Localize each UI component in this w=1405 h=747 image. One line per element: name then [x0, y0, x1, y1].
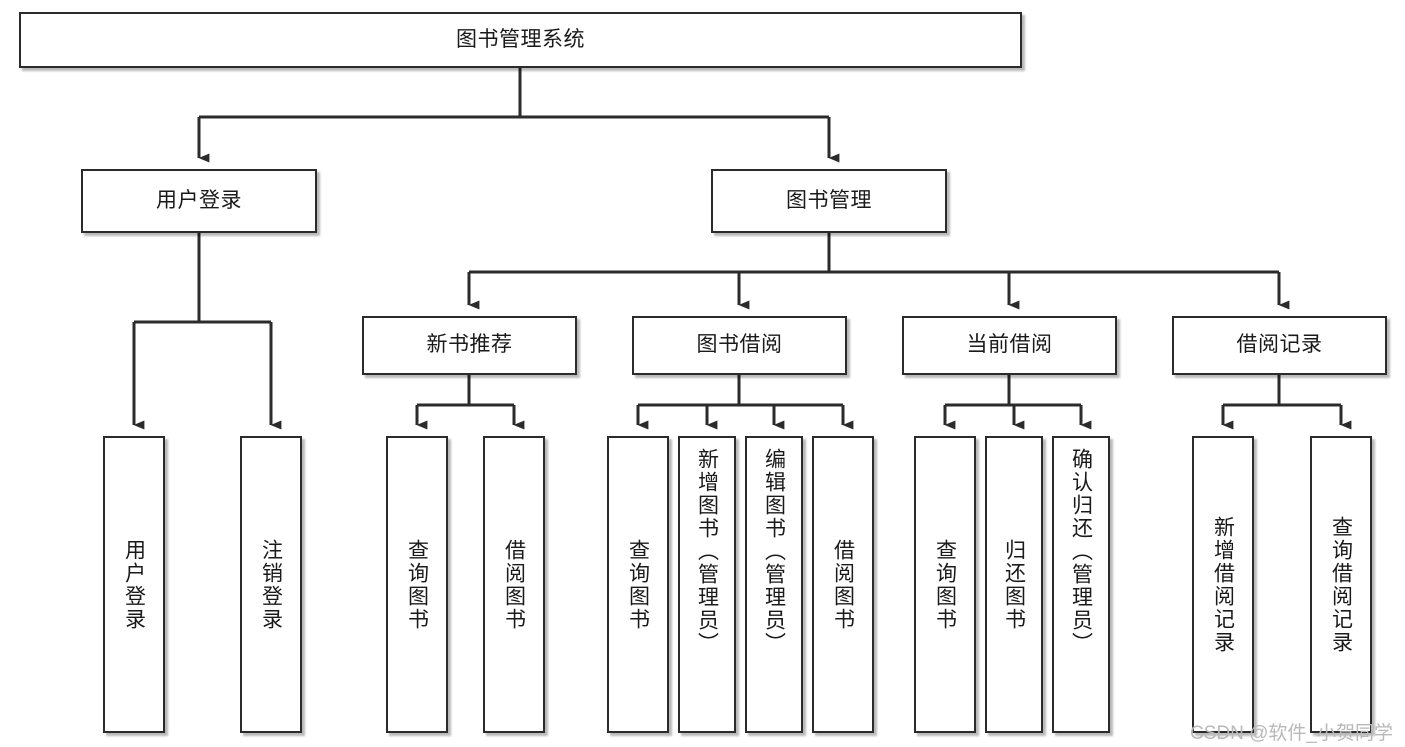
node-leaf-6[interactable]: 编辑图书（管理员） [745, 436, 803, 733]
node-leaf-8-label: 查询图书 [933, 538, 957, 631]
node-root[interactable]: 图书管理系统 [19, 12, 1022, 68]
node-level2-0-label: 用户登录 [156, 188, 242, 212]
node-level2-0[interactable]: 用户登录 [81, 169, 317, 233]
node-level3-1[interactable]: 图书借阅 [632, 316, 847, 375]
node-leaf-2-label: 查询图书 [405, 538, 429, 631]
node-leaf-10-label: 确认归还（管理员） [1069, 448, 1093, 655]
node-level3-3-label: 借阅记录 [1236, 333, 1323, 357]
node-leaf-3[interactable]: 借阅图书 [483, 436, 545, 733]
node-level2-1-label: 图书管理 [786, 188, 872, 212]
node-level3-2-label: 当前借阅 [966, 333, 1053, 357]
node-leaf-6-label: 编辑图书（管理员） [762, 448, 786, 655]
node-level3-0[interactable]: 新书推荐 [362, 316, 577, 375]
node-leaf-3-label: 借阅图书 [502, 538, 526, 631]
node-leaf-4[interactable]: 查询图书 [607, 436, 669, 733]
node-leaf-7[interactable]: 借阅图书 [812, 436, 874, 733]
node-leaf-11-label: 新增借阅记录 [1211, 515, 1235, 654]
node-leaf-4-label: 查询图书 [626, 538, 650, 631]
node-level3-0-label: 新书推荐 [426, 333, 513, 357]
node-leaf-10[interactable]: 确认归还（管理员） [1052, 436, 1110, 733]
node-leaf-5-label: 新增图书（管理员） [695, 448, 719, 655]
node-leaf-11[interactable]: 新增借阅记录 [1192, 436, 1254, 733]
node-level3-1-label: 图书借阅 [696, 333, 783, 357]
node-leaf-5[interactable]: 新增图书（管理员） [678, 436, 736, 733]
node-level3-3[interactable]: 借阅记录 [1172, 316, 1387, 375]
node-leaf-1-label: 注销登录 [259, 538, 283, 631]
node-leaf-12[interactable]: 查询借阅记录 [1310, 436, 1372, 733]
node-level2-1[interactable]: 图书管理 [711, 169, 947, 233]
node-level3-2[interactable]: 当前借阅 [902, 316, 1117, 375]
node-leaf-9[interactable]: 归还图书 [985, 436, 1043, 733]
node-leaf-1[interactable]: 注销登录 [240, 436, 302, 733]
node-leaf-8[interactable]: 查询图书 [914, 436, 976, 733]
node-leaf-2[interactable]: 查询图书 [386, 436, 448, 733]
node-leaf-9-label: 归还图书 [1002, 538, 1026, 631]
node-root-label: 图书管理系统 [456, 27, 585, 51]
node-leaf-0[interactable]: 用户登录 [103, 436, 165, 733]
node-leaf-0-label: 用户登录 [122, 538, 146, 631]
node-leaf-7-label: 借阅图书 [831, 538, 855, 631]
node-leaf-12-label: 查询借阅记录 [1329, 515, 1353, 654]
